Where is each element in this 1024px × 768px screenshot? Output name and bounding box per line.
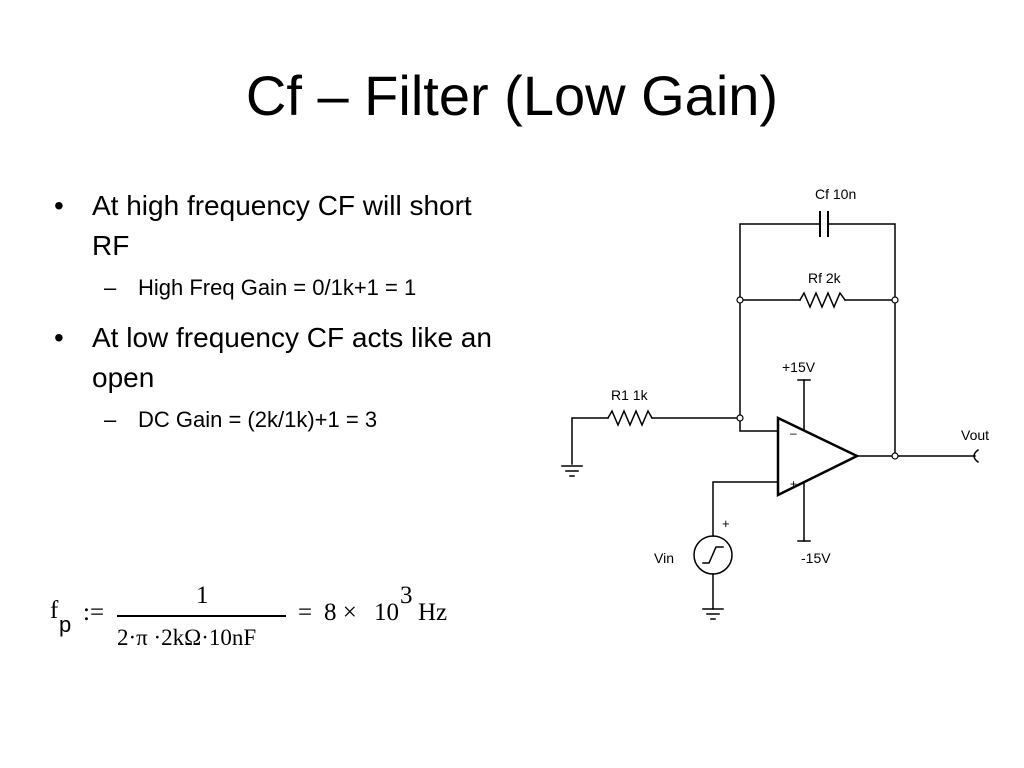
sub-bullet-high-freq-gain: High Freq Gain = 0/1k+1 = 1 [52,274,512,302]
bullet-list: At high frequency CF will short RF High … [52,186,512,450]
vout-terminal-icon [973,448,980,464]
formula-unit: Hz [418,599,448,626]
junction-dot [736,296,744,304]
ground-left-icon [561,465,583,477]
r1-resistor [606,409,654,427]
vout-label: Vout [961,427,989,443]
vin-step-icon [702,546,724,564]
formula-assign: := [83,599,105,626]
vneg-label: -15V [801,550,831,566]
sub-bullet-dc-gain: DC Gain = (2k/1k)+1 = 3 [52,406,512,434]
opamp-plus-label: + [790,477,797,491]
bullet-high-frequency: At high frequency CF will short RF [52,186,512,266]
formula-subscript: p [59,612,72,637]
formula-base: 10 [374,599,399,626]
rf-resistor [798,291,847,309]
formula-exponent: 3 [400,582,413,609]
formula-coefficient: 8 × [324,599,357,626]
r1-label: R1 1k [611,387,649,403]
formula-numerator: 1 [196,582,209,609]
rf-label: Rf 2k [808,270,842,286]
bullet-low-frequency: At low frequency CF acts like an open [52,318,512,398]
vpos-label: +15V [782,359,816,375]
slide-title: Cf – Filter (Low Gain) [245,64,779,127]
noninv-input-wire [712,481,779,537]
junction-dot [891,296,899,304]
cf-wire [739,223,896,301]
formula-equals: = [298,599,313,626]
formula-denominator: 2·π ·2kΩ·10nF [117,625,257,650]
cf-label: Cf 10n [815,186,856,202]
opamp-symbol [776,416,860,498]
fraction-bar [117,615,286,617]
vin-plus-label: + [722,516,730,531]
vin-source-icon [693,535,733,575]
junction-dot [891,452,899,460]
r1-wire [571,417,779,465]
formula-f: f [50,597,59,624]
vin-label: Vin [654,550,674,566]
junction-dot [736,414,744,422]
opamp-minus-label: – [790,426,797,440]
